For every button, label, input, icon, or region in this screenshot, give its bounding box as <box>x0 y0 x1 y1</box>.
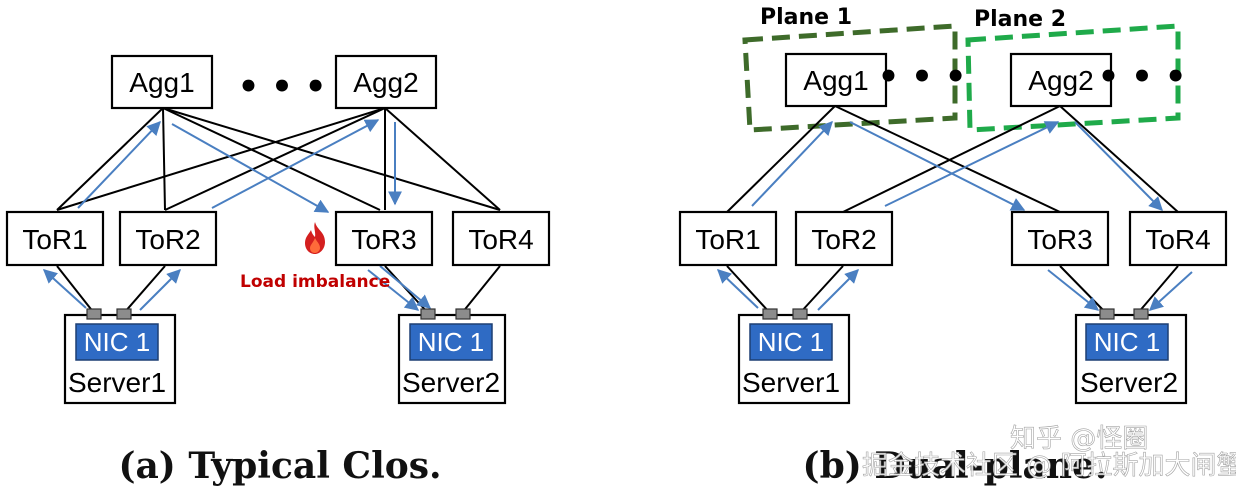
dual-agg2-node: Agg2 <box>1009 52 1113 108</box>
dual-server2-nic-label: NIC 1 <box>1094 327 1160 357</box>
caption-typical-clos: (a) Typical Clos. <box>118 445 441 487</box>
clos-agg1-label: Agg1 <box>129 67 194 98</box>
plane2-boundary <box>965 23 1181 133</box>
clos-server1-nic <box>75 323 159 361</box>
clos-tor1-node: ToR1 <box>5 210 105 267</box>
clos-server2-nic-label: NIC 1 <box>418 327 484 357</box>
clos-server1: NIC 1 Server1 <box>63 308 177 405</box>
clos-agg-ellipsis: • • • <box>238 67 327 107</box>
typical-clos-diagram: Agg1 • • • Agg2 ToR1 ToR2 ToR3 ToR4 <box>5 54 551 487</box>
dual-tor2-label: ToR2 <box>811 224 876 255</box>
plane2-label: Plane 2 <box>974 7 1066 32</box>
dual-tor4-node: ToR4 <box>1128 210 1228 267</box>
clos-tor2-node: ToR2 <box>118 210 218 267</box>
dual-server1-nic-label: NIC 1 <box>758 327 824 357</box>
dual-agg1-label: Agg1 <box>803 65 868 96</box>
dual-plane-diagram: Plane 1 Plane 2 <box>678 5 1228 487</box>
load-imbalance-label: Load imbalance <box>240 272 390 292</box>
caption-dual-plane: (b) Dual-plane. <box>803 445 1108 487</box>
clos-tor2-label: ToR2 <box>135 224 200 255</box>
clos-agg2-label: Agg2 <box>353 67 418 98</box>
clos-links <box>56 107 501 314</box>
plane1-label: Plane 1 <box>760 5 852 30</box>
dual-server2-label: Server2 <box>1080 367 1178 398</box>
clos-tor4-label: ToR4 <box>468 224 533 255</box>
fire-icon <box>305 222 325 254</box>
clos-flow-arrows <box>42 119 432 311</box>
clos-server2-label: Server2 <box>402 367 500 398</box>
dual-agg1-node: Agg1 <box>784 52 888 108</box>
clos-tor4-node: ToR4 <box>451 210 551 267</box>
clos-tor3-label: ToR3 <box>351 224 416 255</box>
dual-tor3-label: ToR3 <box>1027 224 1092 255</box>
dual-tor4-label: ToR4 <box>1145 224 1210 255</box>
clos-server1-label: Server1 <box>68 367 166 398</box>
clos-server2-nic <box>409 323 493 361</box>
dual-tor1-node: ToR1 <box>678 210 778 267</box>
clos-agg2-node: Agg2 <box>334 54 438 110</box>
dual-tor2-node: ToR2 <box>794 210 894 267</box>
clos-server1-nic-label: NIC 1 <box>84 327 150 357</box>
dual-plane2-ellipsis: • • • <box>1098 57 1187 97</box>
clos-agg1-node: Agg1 <box>110 54 214 110</box>
dual-plane-flow-arrows <box>716 120 1193 311</box>
dual-server1-nic <box>749 323 833 361</box>
dual-server1-label: Server1 <box>742 367 840 398</box>
watermark-juejin: 掘金技术社区 @ 阿拉斯加大闸蟹 <box>862 451 1236 481</box>
watermark-zhihu: 知乎 @怪圈 <box>1010 424 1148 454</box>
plane1-boundary <box>742 23 958 133</box>
dual-tor1-label: ToR1 <box>695 224 760 255</box>
dual-server2: NIC 1 Server2 <box>1074 308 1188 405</box>
dual-plane-links <box>726 105 1179 314</box>
dual-plane1-ellipsis: • • • <box>878 57 967 97</box>
dual-server1: NIC 1 Server1 <box>737 308 851 405</box>
clos-tor3-node: ToR3 <box>334 210 434 267</box>
dual-agg2-label: Agg2 <box>1028 65 1093 96</box>
clos-tor1-label: ToR1 <box>22 224 87 255</box>
clos-server2: NIC 1 Server2 <box>397 308 507 405</box>
dual-tor3-node: ToR3 <box>1010 210 1110 267</box>
dual-server2-nic <box>1085 323 1169 361</box>
